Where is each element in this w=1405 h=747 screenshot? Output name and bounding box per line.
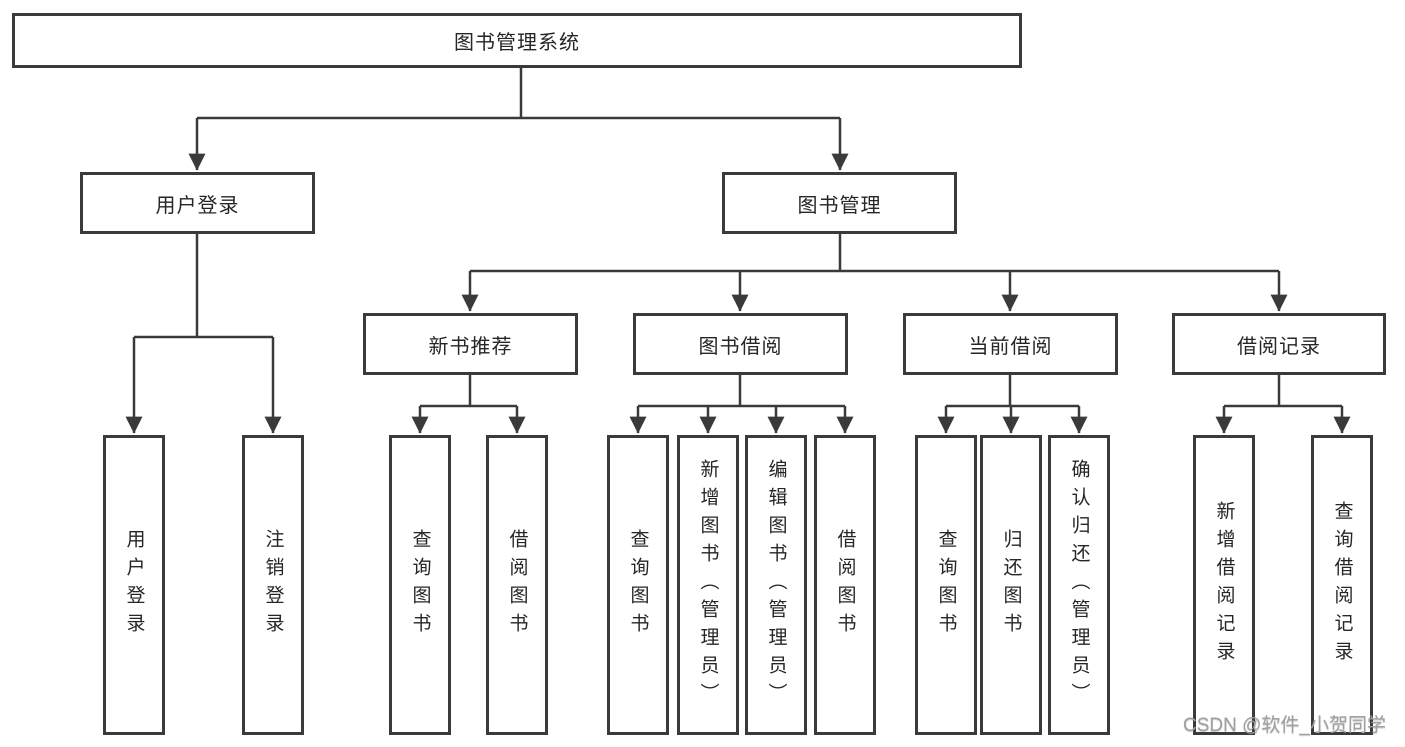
node-label: 确认归还（管理员） [1068,459,1090,711]
node-label: 借阅图书 [834,529,856,641]
node-leaf-query-books-recommend: 查询图书 [389,435,451,735]
node-label: 编辑图书（管理员） [765,459,787,711]
node-leaf-add-books-admin: 新增图书（管理员） [677,435,739,735]
node-leaf-edit-books-admin: 编辑图书（管理员） [745,435,807,735]
node-label: 新增图书（管理员） [697,459,719,711]
node-current-borrow: 当前借阅 [903,313,1118,375]
node-label: 查询图书 [409,529,431,641]
node-leaf-user-login: 用户登录 [103,435,165,735]
node-leaf-borrow-books: 借阅图书 [814,435,876,735]
node-leaf-add-borrow-record: 新增借阅记录 [1193,435,1255,735]
node-label: 图书管理 [797,194,882,217]
node-borrow-records: 借阅记录 [1172,313,1386,375]
node-label: 图书管理系统 [454,32,580,54]
node-label: 查询图书 [935,529,957,641]
node-book-management: 图书管理 [722,172,957,234]
csdn-watermark: CSDN @软件_小贺同学 [1183,715,1386,736]
node-leaf-borrow-books-recommend: 借阅图书 [486,435,548,735]
node-book-borrow: 图书借阅 [633,313,848,375]
node-leaf-return-books: 归还图书 [980,435,1042,735]
node-leaf-logout: 注销登录 [242,435,304,735]
node-leaf-query-books-borrow: 查询图书 [607,435,669,735]
node-label: 归还图书 [1000,529,1022,641]
node-label: 用户登录 [123,529,145,641]
node-label: 当前借阅 [968,335,1053,358]
node-label: 借阅记录 [1237,335,1321,358]
node-label: 新增借阅记录 [1213,501,1235,669]
node-new-book-recommend: 新书推荐 [363,313,578,375]
node-label: 查询借阅记录 [1331,501,1353,669]
node-leaf-confirm-return-admin: 确认归还（管理员） [1048,435,1110,735]
node-label: 借阅图书 [506,529,528,641]
node-leaf-query-books-current: 查询图书 [915,435,977,735]
node-label: 用户登录 [155,194,240,217]
node-leaf-query-borrow-record: 查询借阅记录 [1311,435,1373,735]
node-label: 图书借阅 [698,335,783,358]
node-label: 查询图书 [627,529,649,641]
node-label: 新书推荐 [428,335,513,358]
connectors-group [125,68,1351,434]
node-library-management-system: 图书管理系统 [12,13,1022,68]
node-user-login: 用户登录 [80,172,315,234]
node-label: 注销登录 [262,529,284,641]
